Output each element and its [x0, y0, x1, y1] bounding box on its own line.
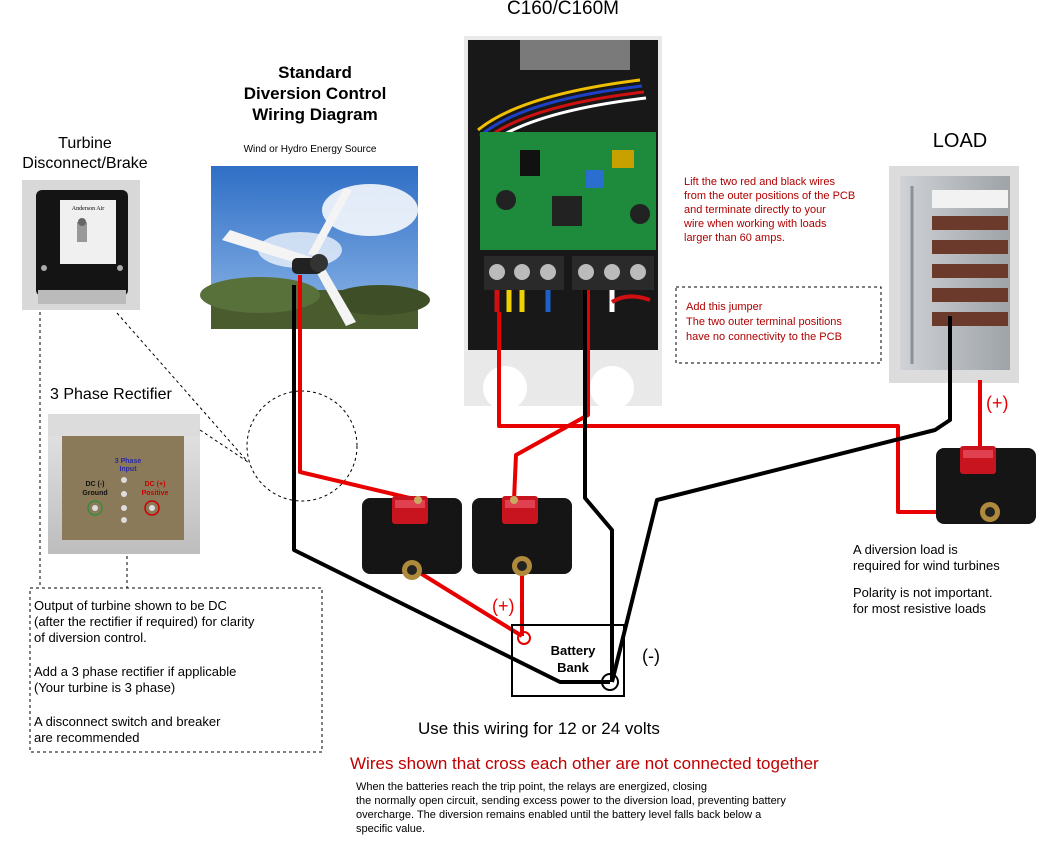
battery-positive-label: (+): [492, 596, 515, 616]
controller-image: [464, 36, 662, 410]
rectifier-input-line-1: 3 Phase: [114, 458, 142, 465]
load-label: LOAD: [932, 130, 988, 152]
controller-label: C160/C160M: [507, 0, 619, 19]
battery-label-line-1: Battery: [550, 643, 596, 658]
diagram-title: Standard Diversion Control Wiring Diagra…: [210, 62, 420, 125]
footer-note: When the batteries reach the trip point,…: [356, 780, 916, 836]
output-note-line-2: (after the rectifier if required) for cl…: [34, 614, 255, 629]
pcb-note: Lift the two red and black wires from th…: [684, 175, 894, 245]
jumper-note-line-2: The two outer terminal positions: [686, 316, 842, 328]
jumper-note: Add this jumper The two outer terminal p…: [686, 300, 881, 345]
diversion-note-line-4: Polarity is not important.: [853, 585, 993, 600]
battery-bank: [511, 624, 625, 697]
output-note-line-8: A disconnect switch and breaker: [34, 714, 221, 729]
source-caption: Wind or Hydro Energy Source: [243, 144, 377, 155]
rectifier-image: [48, 414, 200, 554]
breaker-2: [472, 496, 572, 576]
output-note: Output of turbine shown to be DC (after …: [34, 598, 322, 746]
turbine-disconnect-device-text: Anderson Air: [71, 206, 105, 212]
negative-wires: [292, 285, 952, 684]
diversion-note: A diversion load is required for wind tu…: [853, 542, 1053, 617]
pcb-note-line-1: Lift the two red and black wires: [684, 176, 836, 188]
turbine-disconnect-image: [22, 180, 140, 310]
diversion-note-line-5: for most resistive loads: [853, 601, 986, 616]
rectifier-dc-positive-line-1: DC (+): [144, 481, 166, 488]
output-note-line-9: are recommended: [34, 730, 140, 745]
footer-note-line-4: specific value.: [356, 823, 426, 835]
output-note-line-3: of diversion control.: [34, 630, 147, 645]
breaker-3: [936, 446, 1036, 524]
load-positive-label: (+): [986, 393, 1009, 413]
dotted-guides: [29, 286, 882, 753]
load-image: [889, 166, 1019, 383]
diversion-note-spacer: [853, 574, 1053, 585]
jumper-note-line-3: have no connectivity to the PCB: [686, 331, 842, 343]
turbine-disconnect-label-line-1: Turbine: [58, 135, 112, 152]
rectifier-input-label: 3 Phase Input: [108, 458, 148, 474]
turbine-disconnect-label: Turbine Disconnect/Brake: [0, 134, 170, 174]
positive-wires: [298, 275, 988, 638]
output-note-spacer-1: [34, 646, 322, 664]
rectifier-label: 3 Phase Rectifier: [50, 386, 172, 403]
battery-label: Battery Bank: [530, 642, 616, 676]
turbine-disconnect-label-line-2: Disconnect/Brake: [22, 155, 148, 172]
diversion-note-line-2: required for wind turbines: [853, 558, 1000, 573]
pcb-note-line-4: wire when working with loads: [684, 218, 827, 230]
voltage-note: Use this wiring for 12 or 24 volts: [418, 719, 660, 738]
pcb-note-line-2: from the outer positions of the PCB: [684, 190, 856, 202]
jumper-note-line-1: Add this jumper: [686, 301, 763, 313]
rectifier-input-line-2: Input: [119, 466, 137, 473]
pcb-note-line-3: and terminate directly to your: [684, 204, 826, 216]
wind-turbine-image: [200, 166, 430, 329]
diagram-title-line-3: Wiring Diagram: [252, 105, 378, 124]
rectifier-dc-positive-line-2: Positive: [141, 490, 169, 497]
footer-note-line-3: overcharge. The diversion remains enable…: [356, 809, 762, 821]
footer-note-line-1: When the batteries reach the trip point,…: [356, 781, 707, 793]
cross-warning: Wires shown that cross each other are no…: [350, 754, 819, 773]
rectifier-dc-negative: DC (-) Ground: [74, 480, 116, 498]
pcb-note-line-5: larger than 60 amps.: [684, 232, 785, 244]
output-note-line-5: Add a 3 phase rectifier if applicable: [34, 664, 237, 679]
battery-negative-label: (-): [642, 646, 660, 666]
rectifier-dc-negative-line-1: DC (-): [85, 481, 105, 488]
diagram-title-line-2: Diversion Control: [243, 84, 387, 103]
footer-note-line-2: the normally open circuit, sending exces…: [356, 795, 786, 807]
rectifier-dc-positive: DC (+) Positive: [134, 480, 176, 498]
rectifier-dc-negative-line-2: Ground: [82, 490, 108, 497]
output-note-line-6: (Your turbine is 3 phase): [34, 680, 176, 695]
breaker-1: [362, 496, 462, 580]
diversion-note-line-1: A diversion load is: [853, 542, 958, 557]
output-note-line-1: Output of turbine shown to be DC: [34, 598, 227, 613]
battery-label-line-2: Bank: [557, 660, 589, 675]
output-note-spacer-2: [34, 696, 322, 714]
diagram-title-line-1: Standard: [278, 63, 352, 82]
